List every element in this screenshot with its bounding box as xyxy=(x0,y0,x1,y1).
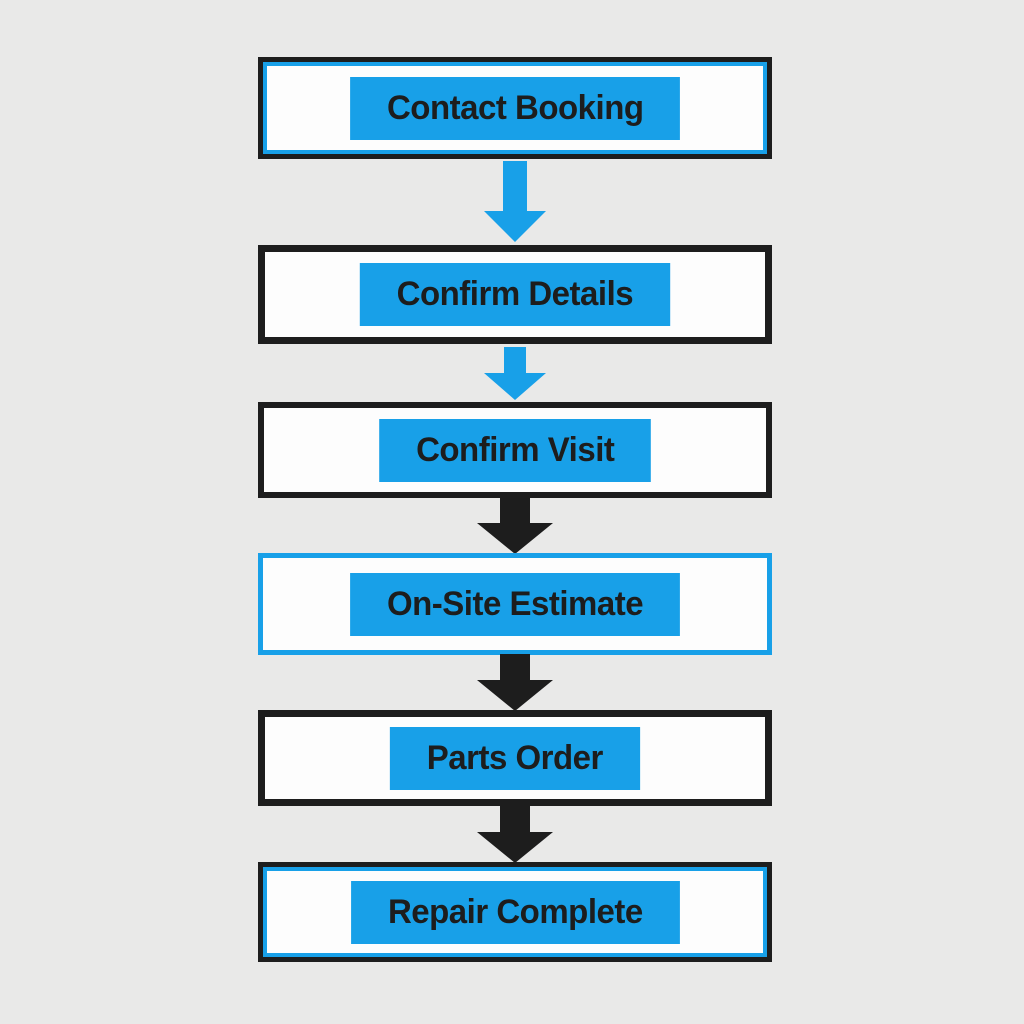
flow-step-contact-booking: Contact Booking xyxy=(258,57,772,159)
flow-step-on-site-estimate: On-Site Estimate xyxy=(258,553,772,655)
arrow-down-icon xyxy=(477,654,553,711)
arrow-down-icon xyxy=(484,161,546,242)
flow-step-confirm-visit: Confirm Visit xyxy=(258,402,772,498)
step-label: Contact Booking xyxy=(349,76,681,140)
flow-step-parts-order: Parts Order xyxy=(258,710,772,806)
step-label: Confirm Visit xyxy=(378,418,652,482)
step-label: Parts Order xyxy=(390,726,640,790)
step-label: Repair Complete xyxy=(350,880,680,944)
arrow-down-icon xyxy=(477,805,553,863)
flow-step-confirm-details: Confirm Details xyxy=(258,245,772,344)
arrow-down-icon xyxy=(484,347,546,400)
flow-step-repair-complete: Repair Complete xyxy=(258,862,772,962)
step-label: Confirm Details xyxy=(359,263,671,326)
arrow-down-icon xyxy=(477,497,553,554)
step-label: On-Site Estimate xyxy=(350,572,680,636)
